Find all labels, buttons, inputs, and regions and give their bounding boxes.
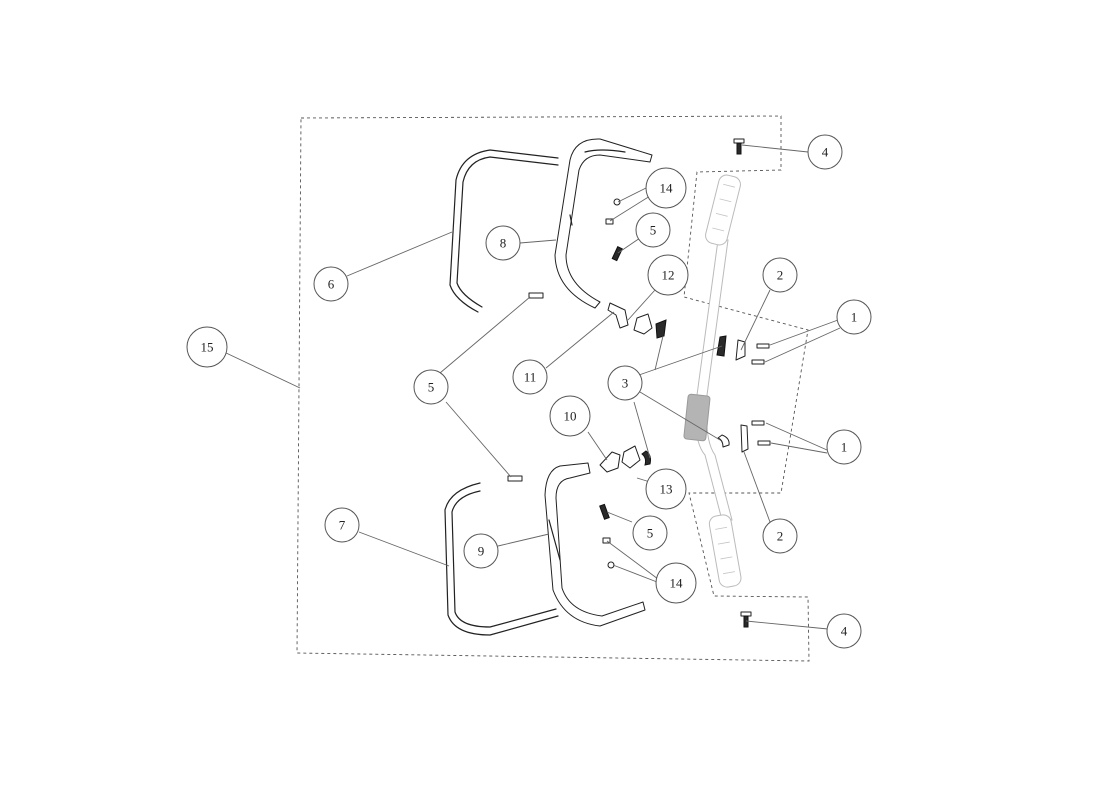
callout-15: 15 bbox=[186, 326, 228, 368]
callout-10: 10 bbox=[549, 395, 591, 437]
callout-label: 12 bbox=[662, 268, 675, 283]
callout-label: 13 bbox=[660, 482, 673, 497]
upper-clamp-12 bbox=[633, 313, 667, 339]
callout-2-bottom: 2 bbox=[762, 518, 798, 554]
callout-label: 14 bbox=[660, 181, 674, 196]
screw-4-bottom bbox=[740, 611, 752, 628]
callout-label: 5 bbox=[650, 223, 657, 238]
callout-label: 14 bbox=[670, 576, 684, 591]
callout-label: 1 bbox=[851, 310, 858, 325]
callout-5-mid: 5 bbox=[413, 369, 449, 405]
callout-label: 11 bbox=[524, 370, 537, 385]
upper-handguard-shell bbox=[554, 138, 653, 309]
screw-5-lower-right bbox=[599, 503, 610, 520]
callout-5-top: 5 bbox=[635, 212, 671, 248]
callout-5-bottom: 5 bbox=[632, 515, 668, 551]
callout-7: 7 bbox=[324, 507, 360, 543]
leader-lines bbox=[223, 144, 841, 630]
callout-label: 7 bbox=[339, 518, 346, 533]
callout-label: 4 bbox=[841, 624, 848, 639]
callout-11: 11 bbox=[512, 359, 548, 395]
screw-5-lower-left bbox=[507, 475, 523, 482]
screws-1-lower bbox=[751, 420, 771, 446]
upper-guard-bar bbox=[449, 149, 559, 313]
callout-label: 3 bbox=[622, 376, 629, 391]
handlebar-ghost bbox=[683, 174, 742, 588]
screw-4-top bbox=[733, 138, 745, 155]
kit-outline bbox=[296, 115, 810, 662]
callout-13: 13 bbox=[645, 468, 687, 510]
callout-6: 6 bbox=[313, 266, 349, 302]
lower-clamp-bracket bbox=[599, 451, 621, 473]
callout-label: 5 bbox=[428, 380, 435, 395]
upper-clamp-bracket bbox=[607, 302, 629, 329]
lower-guard-bar bbox=[444, 482, 559, 636]
callout-label: 2 bbox=[777, 268, 784, 283]
screws-1-upper bbox=[751, 343, 770, 365]
screw-5-upper-left bbox=[528, 292, 544, 299]
callout-4-top: 4 bbox=[807, 134, 843, 170]
callout-label: 4 bbox=[822, 145, 829, 160]
callout-label: 2 bbox=[777, 529, 784, 544]
clamp-half-lower-right bbox=[717, 424, 749, 453]
callout-label: 15 bbox=[201, 340, 214, 355]
callout-14-top: 14 bbox=[645, 167, 687, 209]
lower-handguard-shell bbox=[544, 462, 646, 627]
callout-8: 8 bbox=[485, 225, 521, 261]
callout-label: 1 bbox=[841, 440, 848, 455]
callout-label: 9 bbox=[478, 544, 485, 559]
callout-label: 5 bbox=[647, 526, 654, 541]
callout-1-top: 1 bbox=[836, 299, 872, 335]
callout-2-top: 2 bbox=[762, 257, 798, 293]
callout-14-bottom: 14 bbox=[655, 562, 697, 604]
callout-4-bottom: 4 bbox=[826, 613, 862, 649]
callout-12: 12 bbox=[647, 254, 689, 296]
callout-label: 6 bbox=[328, 277, 335, 292]
clamp-half-upper-right bbox=[716, 335, 746, 361]
washer-14-upper bbox=[605, 198, 621, 225]
callout-1-bottom: 1 bbox=[826, 429, 862, 465]
callout-3: 3 bbox=[607, 365, 643, 401]
callout-label: 10 bbox=[564, 409, 577, 424]
callout-9: 9 bbox=[463, 533, 499, 569]
screw-5-upper-right bbox=[611, 246, 623, 262]
lower-clamp-13 bbox=[621, 445, 651, 469]
callout-label: 8 bbox=[500, 236, 507, 251]
